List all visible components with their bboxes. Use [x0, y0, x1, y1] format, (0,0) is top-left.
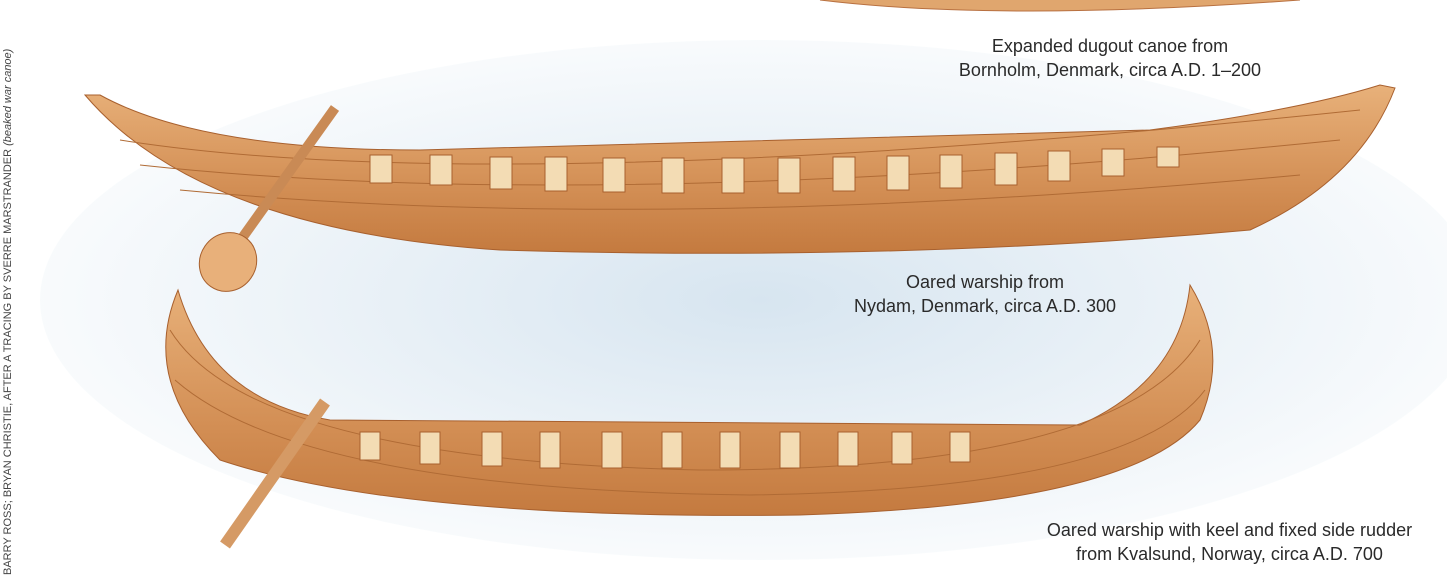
caption-line: Oared warship with keel and fixed side r…: [1046, 520, 1413, 540]
dugout-canoe-hull: [819, 0, 1301, 12]
caption-dugout-canoe: Expanded dugout canoe from Bornholm, Den…: [930, 34, 1290, 82]
kvalsund-warship: [165, 283, 1214, 549]
caption-line: from Kvalsund, Norway, circa A.D. 700: [1076, 544, 1383, 564]
caption-nydam-warship: Oared warship from Nydam, Denmark, circa…: [820, 270, 1150, 318]
caption-kvalsund-warship: Oared warship with keel and fixed side r…: [1012, 518, 1447, 566]
nydam-warship: [83, 84, 1396, 292]
illustration-credit: BARRY ROSS; BRYAN CHRISTIE, AFTER A TRAC…: [2, 15, 14, 575]
credit-note: (beaked war canoe): [2, 48, 14, 146]
caption-line: Nydam, Denmark, circa A.D. 300: [853, 296, 1117, 316]
caption-line: Oared warship from: [905, 272, 1065, 292]
caption-line: Expanded dugout canoe from: [991, 36, 1229, 56]
credit-text: BARRY ROSS; BRYAN CHRISTIE, AFTER A TRAC…: [2, 148, 14, 575]
caption-line: Bornholm, Denmark, circa A.D. 1–200: [958, 60, 1262, 80]
